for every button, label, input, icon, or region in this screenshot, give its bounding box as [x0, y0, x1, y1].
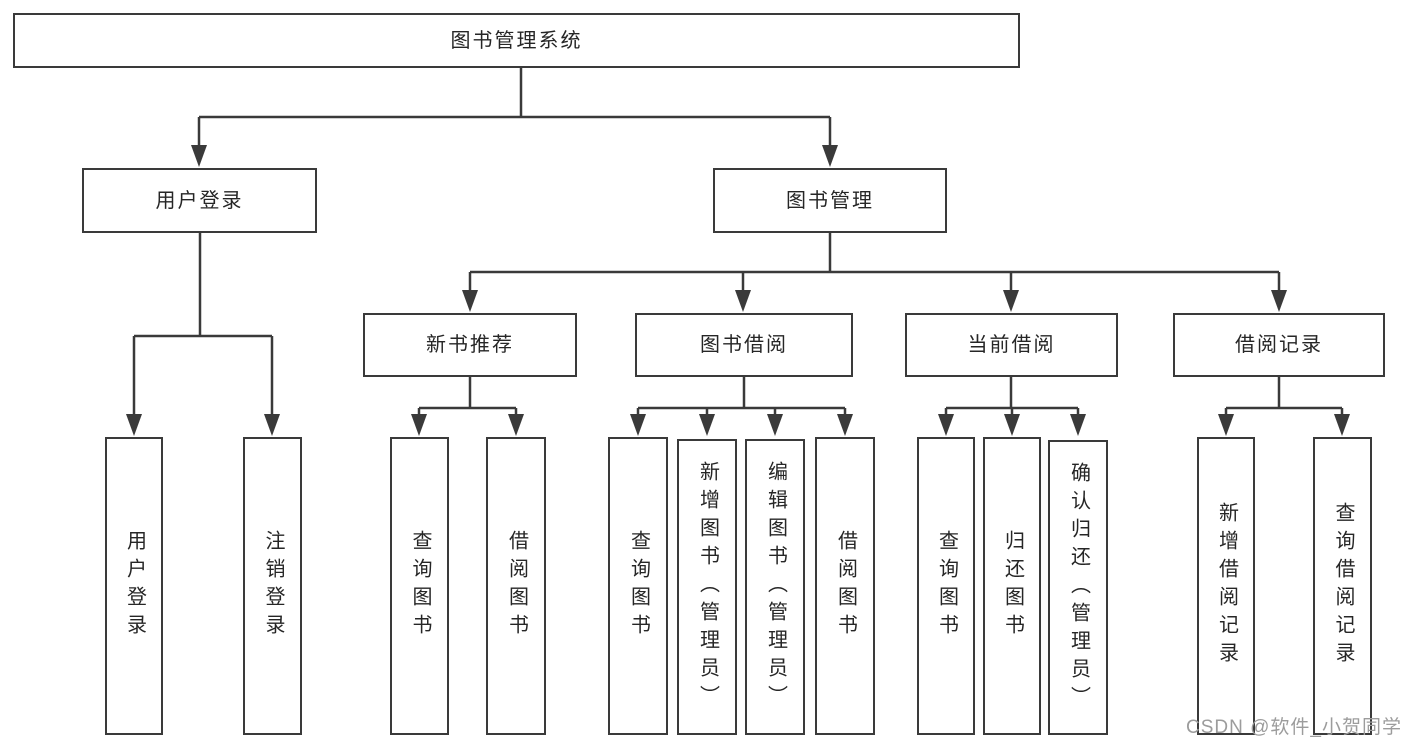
arrowhead: [630, 414, 646, 436]
arrowhead: [191, 145, 207, 167]
arrowhead: [411, 414, 427, 436]
node-current-borrowing: 当前借阅: [905, 313, 1118, 377]
connector-new-book-recommend: [411, 377, 524, 436]
node-user-login: 用户登录: [82, 168, 317, 233]
leaf-borrowing-edit-book-admin: 编辑图书（管理员）: [745, 439, 805, 735]
node-book-borrowing: 图书借阅: [635, 313, 853, 377]
node-root-library-management-system: 图书管理系统: [13, 13, 1020, 68]
connector-book-borrowing: [630, 377, 853, 436]
leaf-current-confirm-return-admin: 确认归还（管理员）: [1048, 440, 1108, 735]
arrowhead: [1218, 414, 1234, 436]
leaf-logout: 注销登录: [243, 437, 302, 735]
leaf-recommend-borrow-books: 借阅图书: [486, 437, 546, 735]
leaf-current-query-books: 查询图书: [917, 437, 975, 735]
arrowhead: [1070, 414, 1086, 436]
leaf-records-query-borrow-record: 查询借阅记录: [1313, 437, 1372, 735]
leaf-recommend-query-books: 查询图书: [390, 437, 449, 735]
connector-book-management: [462, 233, 1287, 312]
arrowhead: [508, 414, 524, 436]
connector-user-login: [126, 233, 280, 436]
node-book-management: 图书管理: [713, 168, 947, 233]
arrowhead: [1003, 290, 1019, 312]
node-new-book-recommend: 新书推荐: [363, 313, 577, 377]
arrowhead: [126, 414, 142, 436]
arrowhead: [735, 290, 751, 312]
csdn-watermark: CSDN @软件_小贺同学: [1186, 717, 1402, 738]
arrowhead: [822, 145, 838, 167]
arrowhead: [1334, 414, 1350, 436]
leaf-current-return-books: 归还图书: [983, 437, 1041, 735]
arrowhead: [462, 290, 478, 312]
connector-root: [191, 67, 838, 167]
leaf-borrowing-add-book-admin: 新增图书（管理员）: [677, 439, 737, 735]
leaf-records-add-borrow-record: 新增借阅记录: [1197, 437, 1255, 735]
arrowhead: [1271, 290, 1287, 312]
leaf-borrowing-borrow-books: 借阅图书: [815, 437, 875, 735]
leaf-user-login: 用户登录: [105, 437, 163, 735]
arrowhead: [699, 414, 715, 436]
arrowhead: [938, 414, 954, 436]
arrowhead: [1004, 414, 1020, 436]
arrowhead: [837, 414, 853, 436]
connector-borrow-records: [1218, 377, 1350, 436]
connector-current-borrowing: [938, 377, 1086, 436]
node-borrow-records: 借阅记录: [1173, 313, 1385, 377]
arrowhead: [264, 414, 280, 436]
arrowhead: [767, 414, 783, 436]
leaf-borrowing-query-books: 查询图书: [608, 437, 668, 735]
